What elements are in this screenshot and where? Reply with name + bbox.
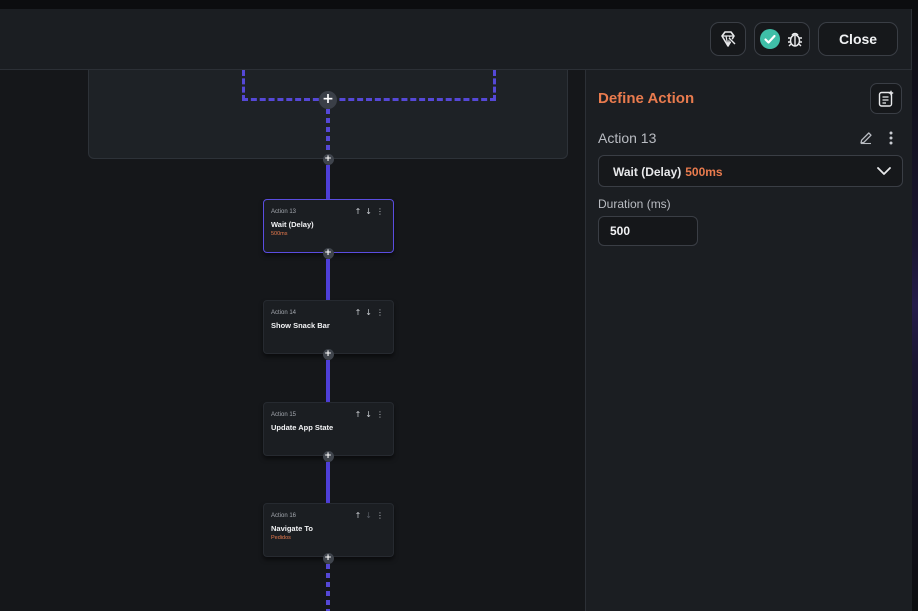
action-type-select[interactable]: Wait (Delay)500ms [598, 155, 903, 187]
action-type-label: Wait (Delay) [613, 165, 682, 179]
flow-connector [326, 462, 330, 504]
action-card-14[interactable]: Action 14 Show Snack Bar ↑ ↓ ⋮ [263, 300, 394, 354]
edit-pencil-icon[interactable] [858, 130, 874, 146]
check-circle-icon [760, 29, 780, 49]
window-edge [912, 0, 918, 611]
action-name: Update App State [271, 423, 334, 432]
action-caption: Action 14 [271, 310, 297, 316]
action-caption: Action 13 [271, 209, 297, 215]
move-down-icon[interactable]: ↓ [365, 308, 372, 317]
flow-connector [326, 259, 330, 301]
more-vertical-icon[interactable]: ⋮ [376, 511, 384, 520]
action-card-16[interactable]: Action 16 Navigate To Pedidos ↑ ↓ ⋮ [263, 503, 394, 557]
flow-connector [326, 165, 330, 200]
move-down-icon[interactable]: ↓ [365, 207, 372, 216]
add-branch-action-button[interactable]: + [319, 91, 337, 109]
flow-connector-dashed [326, 109, 330, 154]
more-vertical-icon[interactable]: ⋮ [376, 410, 384, 419]
define-action-panel: Define Action Action 13 Wait (Delay)500m… [585, 70, 912, 611]
move-up-icon[interactable]: ↑ [354, 410, 362, 419]
chevron-down-icon [877, 167, 891, 175]
action-name: Wait (Delay) [271, 220, 314, 229]
action-type-value: 500ms [685, 165, 723, 179]
gem-icon [721, 31, 737, 47]
flow-connector-dashed [326, 564, 330, 611]
action-card-13[interactable]: Action 13 Wait (Delay) 500ms ↑ ↓ ⋮ [263, 199, 394, 253]
gem-button[interactable] [710, 22, 746, 56]
move-up-icon[interactable]: ↑ [354, 207, 362, 216]
flow-canvas[interactable]: + + Action 13 Wait (Delay) 500ms ↑ ↓ ⋮ +… [0, 70, 585, 611]
action-detail: Pedidos [271, 535, 291, 541]
move-up-icon[interactable]: ↑ [354, 511, 362, 520]
add-action-button[interactable]: + [322, 451, 334, 462]
more-vertical-icon[interactable] [886, 130, 896, 146]
add-action-button[interactable]: + [322, 154, 334, 165]
flow-connector [326, 360, 330, 402]
action-name-label: Action 13 [598, 130, 657, 146]
debug-status-button[interactable] [754, 22, 810, 56]
duration-label: Duration (ms) [598, 197, 671, 211]
action-name: Show Snack Bar [271, 321, 330, 330]
action-caption: Action 16 [271, 513, 297, 519]
add-note-icon [878, 90, 894, 107]
action-name: Navigate To [271, 524, 313, 533]
add-action-button[interactable]: + [322, 248, 334, 259]
top-toolbar: Close [0, 9, 912, 70]
action-caption: Action 15 [271, 412, 297, 418]
bug-icon [788, 32, 802, 47]
more-vertical-icon[interactable]: ⋮ [376, 207, 384, 216]
panel-title: Define Action [598, 90, 695, 107]
move-up-icon[interactable]: ↑ [354, 308, 362, 317]
action-detail: 500ms [271, 231, 288, 237]
action-card-15[interactable]: Action 15 Update App State ↑ ↓ ⋮ [263, 402, 394, 456]
move-down-icon[interactable]: ↓ [365, 410, 372, 419]
branch-connector [242, 70, 496, 101]
duration-input[interactable] [598, 216, 698, 246]
add-action-button[interactable]: + [322, 553, 334, 564]
close-button[interactable]: Close [818, 22, 898, 56]
more-vertical-icon[interactable]: ⋮ [376, 308, 384, 317]
notes-button[interactable] [870, 83, 902, 114]
add-action-button[interactable]: + [322, 349, 334, 360]
move-down-icon: ↓ [365, 511, 372, 520]
